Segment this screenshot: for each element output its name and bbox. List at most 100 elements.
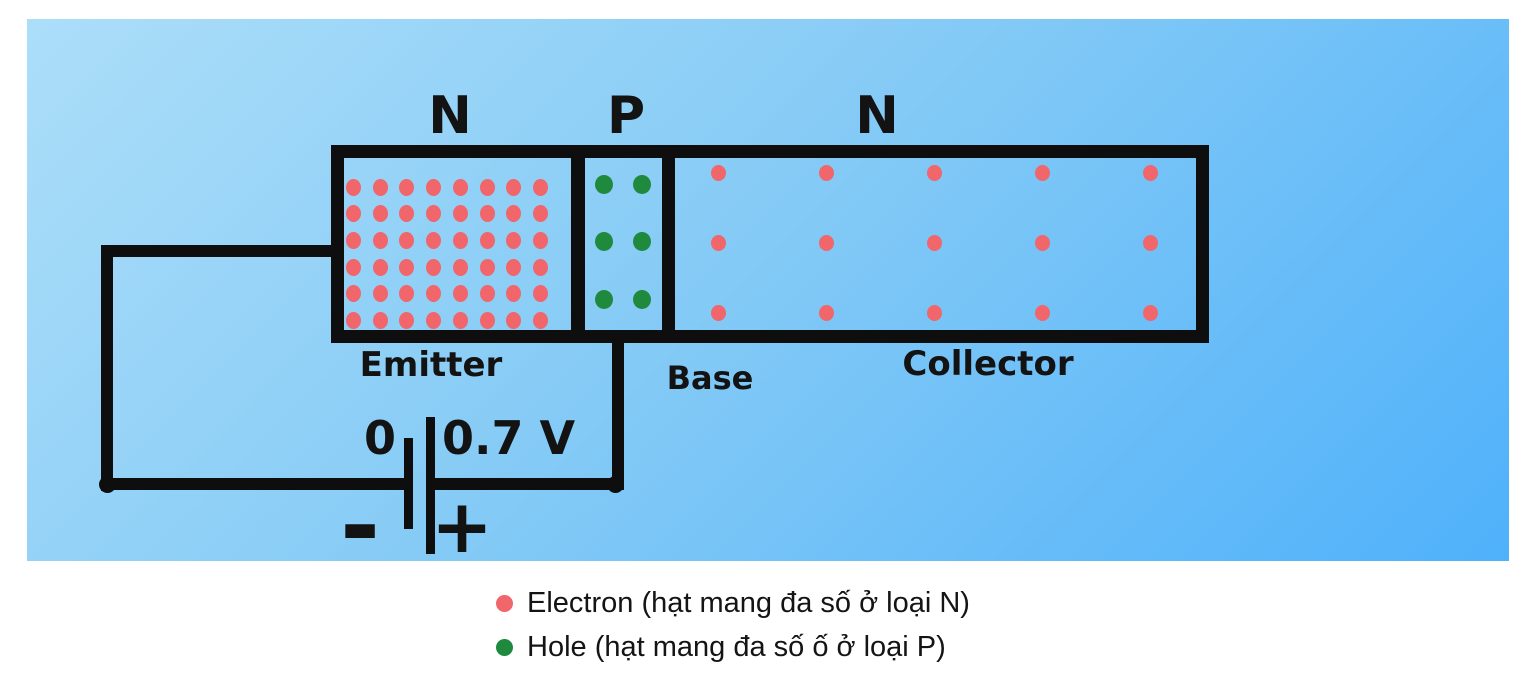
hole-dot-icon [496, 638, 513, 656]
electron-dot [818, 165, 834, 181]
electron-dot [426, 258, 442, 276]
electron-dot [426, 312, 442, 330]
electron-dot [926, 165, 942, 181]
electron-dot [926, 305, 942, 321]
electron-dot [1142, 305, 1158, 321]
electron-dot [506, 258, 522, 276]
electron-dot [372, 205, 388, 223]
electron-dot [372, 258, 388, 276]
emitter-type-label: N [428, 86, 472, 146]
collector-type-label: N [855, 86, 899, 146]
electron-dot [345, 232, 361, 250]
electron-dot [533, 312, 549, 330]
electron-dot [506, 232, 522, 250]
collector-region-box [662, 145, 1209, 343]
electron-dot [452, 258, 468, 276]
electron-dot [533, 178, 549, 196]
electron-dot [372, 232, 388, 250]
bottom-wire-right [430, 478, 620, 490]
electron-dot [1034, 235, 1050, 251]
bottom-wire-left [101, 478, 409, 490]
diagram-background [27, 19, 1509, 561]
battery-minus-sign: - [340, 470, 380, 582]
electron-dot [479, 258, 495, 276]
base-wire-vertical [612, 336, 624, 490]
electron-dot [818, 305, 834, 321]
electron-dot [479, 312, 495, 330]
electron-dot [345, 312, 361, 330]
electron-dot [345, 205, 361, 223]
electron-dot [372, 178, 388, 196]
battery-zero-label: 0 [363, 411, 396, 465]
battery-voltage-label: 0.7 V [442, 411, 576, 465]
electron-dot [1034, 165, 1050, 181]
electron-dot [399, 285, 415, 303]
hole-dot [595, 289, 613, 309]
electron-dot [506, 312, 522, 330]
electron-dot [452, 205, 468, 223]
electron-dot [452, 232, 468, 250]
electron-dot [818, 235, 834, 251]
electron-dot [710, 235, 726, 251]
hole-dot [633, 289, 651, 309]
legend-label-electron: Electron (hạt mang đa số ở loại N) [527, 586, 970, 619]
wire-junction-dot [99, 476, 116, 493]
electron-dot [345, 258, 361, 276]
legend-label-hole: Hole (hạt mang đa số ố ở loại P) [527, 630, 946, 663]
emitter-label: Emitter [359, 345, 503, 385]
electron-dot [479, 205, 495, 223]
hole-dot [633, 232, 651, 252]
electron-dot-icon [496, 594, 513, 612]
battery-positive-plate [426, 417, 435, 554]
base-label: Base [666, 359, 754, 397]
electron-dot [533, 258, 549, 276]
wire-junction-dot [607, 476, 624, 493]
electron-dot [710, 305, 726, 321]
legend-item-electron: Electron (hạt mang đa số ở loại N) [496, 584, 970, 622]
emitter-wire-horizontal [101, 245, 341, 257]
electron-dot [399, 205, 415, 223]
hole-dot [595, 175, 613, 195]
electron-dot [506, 178, 522, 196]
battery-plus-sign: + [430, 484, 493, 570]
electron-dot [399, 178, 415, 196]
emitter-electron-dots [340, 174, 554, 334]
electron-dot [479, 285, 495, 303]
electron-dot [710, 165, 726, 181]
electron-dot [426, 205, 442, 223]
hole-dot [595, 232, 613, 252]
base-hole-dots [585, 156, 661, 328]
electron-dot [1142, 165, 1158, 181]
collector-electron-dots [664, 138, 1204, 348]
electron-dot [506, 285, 522, 303]
electron-dot [926, 235, 942, 251]
electron-dot [399, 312, 415, 330]
battery-negative-plate [404, 438, 413, 529]
electron-dot [506, 205, 522, 223]
electron-dot [533, 285, 549, 303]
electron-dot [345, 178, 361, 196]
electron-dot [1034, 305, 1050, 321]
electron-dot [452, 178, 468, 196]
hole-dot [633, 175, 651, 195]
electron-dot [452, 285, 468, 303]
electron-dot [426, 285, 442, 303]
legend-item-hole: Hole (hạt mang đa số ố ở loại P) [496, 628, 970, 666]
electron-dot [399, 232, 415, 250]
electron-dot [533, 232, 549, 250]
electron-dot [452, 312, 468, 330]
electron-dot [372, 312, 388, 330]
electron-dot [345, 285, 361, 303]
electron-dot [426, 178, 442, 196]
electron-dot [479, 178, 495, 196]
electron-dot [1142, 235, 1158, 251]
electron-dot [533, 205, 549, 223]
base-type-label: P [606, 86, 646, 146]
electron-dot [426, 232, 442, 250]
electron-dot [479, 232, 495, 250]
emitter-wire-vertical [101, 245, 113, 491]
collector-label: Collector [902, 344, 1074, 384]
electron-dot [399, 258, 415, 276]
electron-dot [372, 285, 388, 303]
